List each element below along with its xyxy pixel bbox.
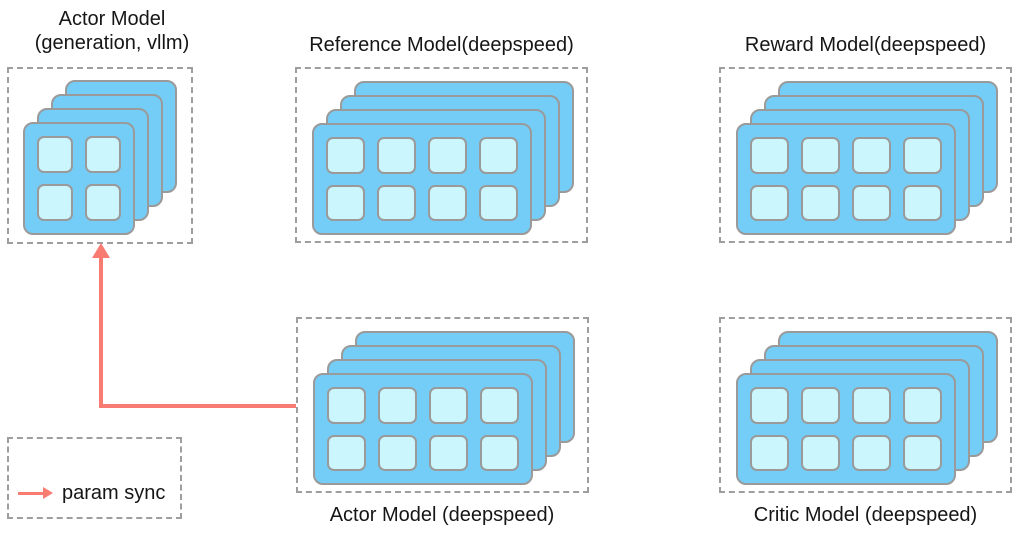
gpu-cell: [428, 137, 467, 174]
legend-box: param sync: [7, 437, 182, 519]
actor-vllm-box: [7, 67, 193, 244]
gpu-cell: [326, 184, 365, 221]
gpu-cell: [377, 137, 416, 174]
gpu-cell: [378, 387, 417, 424]
gpu-grid: [315, 375, 531, 483]
gpu-cell: [480, 434, 519, 471]
arrow-head: [43, 487, 53, 499]
gpu-cell: [903, 184, 942, 221]
gpu-cell: [85, 136, 121, 173]
actor-deepspeed-box: [296, 317, 589, 493]
critic-model-title: Critic Model (deepspeed): [753, 504, 978, 526]
gpu-cell: [479, 184, 518, 221]
gpu-cell: [480, 387, 519, 424]
gpu-cell: [801, 184, 840, 221]
param-sync-line-vertical: [99, 257, 103, 408]
actor-deepspeed-title: Actor Model (deepspeed): [329, 504, 555, 526]
gpu-cell: [378, 434, 417, 471]
gpu-cell: [750, 434, 789, 471]
reference-model-box: [295, 67, 588, 243]
reward-model-box: [719, 67, 1012, 243]
arrow-line: [18, 491, 43, 495]
gpu-cell: [429, 434, 468, 471]
gpu-cell: [429, 387, 468, 424]
critic-model-box: [719, 317, 1012, 493]
legend-label: param sync: [62, 482, 166, 504]
reference-model-title: Reference Model(deepspeed): [309, 34, 574, 56]
gpu-cell: [85, 184, 121, 221]
gpu-cell: [327, 387, 366, 424]
param-sync-arrow-icon: [18, 482, 53, 504]
gpu-cell: [903, 137, 942, 174]
gpu-cell: [479, 137, 518, 174]
gpu-card: [736, 373, 956, 485]
param-sync-arrowhead-icon: [92, 243, 110, 258]
gpu-cell: [37, 136, 73, 173]
gpu-grid: [738, 375, 954, 483]
gpu-cell: [428, 184, 467, 221]
gpu-cell: [750, 137, 789, 174]
gpu-cell: [801, 434, 840, 471]
actor-vllm-title-line1: Actor Model: [58, 8, 166, 30]
gpu-cell: [801, 387, 840, 424]
actor-vllm-title: Actor Model (generation, vllm): [12, 7, 212, 55]
gpu-cell: [37, 184, 73, 221]
gpu-cell: [327, 434, 366, 471]
reward-model-title: Reward Model(deepspeed): [744, 34, 987, 56]
gpu-grid: [314, 125, 530, 233]
param-sync-line-horizontal: [99, 404, 296, 408]
gpu-cell: [852, 137, 891, 174]
gpu-card: [312, 123, 532, 235]
actor-vllm-title-line2: (generation, vllm): [34, 32, 190, 54]
gpu-grid: [25, 124, 133, 233]
gpu-cell: [377, 184, 416, 221]
gpu-card: [313, 373, 533, 485]
gpu-grid: [738, 125, 954, 233]
gpu-cell: [903, 434, 942, 471]
gpu-card: [23, 122, 135, 235]
gpu-cell: [750, 387, 789, 424]
gpu-card: [736, 123, 956, 235]
gpu-cell: [801, 137, 840, 174]
gpu-cell: [903, 387, 942, 424]
gpu-cell: [852, 184, 891, 221]
gpu-cell: [852, 434, 891, 471]
gpu-cell: [326, 137, 365, 174]
gpu-cell: [852, 387, 891, 424]
gpu-cell: [750, 184, 789, 221]
